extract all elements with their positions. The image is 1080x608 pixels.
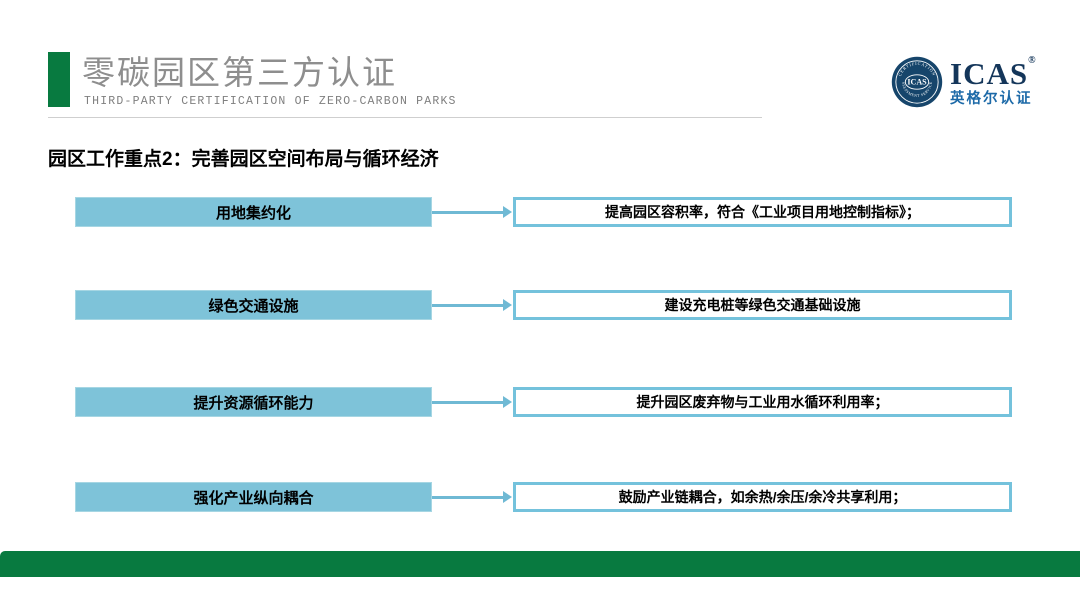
accent-block [48,52,70,107]
section-title: 园区工作重点2：完善园区空间布局与循环经济 [48,149,439,170]
icas-logo: CERTIFICATION ASSESSMENT SERVICES ICAS I… [890,52,1050,112]
page-subtitle: THIRD-PARTY CERTIFICATION OF ZERO-CARBON… [84,95,457,108]
page-title: 零碳园区第三方认证 [82,56,397,92]
logo-wordmark: ICAS® 英格尔认证 [950,54,1036,107]
category-label: 绿色交通设施 [208,297,299,315]
category-box: 强化产业纵向耦合 [75,482,432,512]
badge-center-text: ICAS [907,78,927,87]
arrow-right-icon [432,491,512,503]
arrow-line [432,210,503,214]
arrow-line [432,400,503,404]
registered-mark: ® [1028,54,1036,66]
category-label: 用地集约化 [215,204,291,222]
logo-brand-text: ICAS [950,55,1029,91]
flow-row-1: 用地集约化 提高园区容积率，符合《工业项目用地控制指标》； [0,197,1080,227]
arrow-line [432,303,503,307]
flow-row-3: 提升资源循环能力 提升园区废弃物与工业用水循环利用率； [0,387,1080,417]
detail-label: 提高园区容积率，符合《工业项目用地控制指标》； [605,204,920,220]
flow-row-4: 强化产业纵向耦合 鼓励产业链耦合，如余热/余压/余冷共享利用； [0,482,1080,512]
arrow-right-icon [432,299,512,311]
category-label: 提升资源循环能力 [193,394,314,412]
detail-box: 提升园区废弃物与工业用水循环利用率； [513,387,1012,417]
arrow-line [432,495,503,499]
category-label: 强化产业纵向耦合 [193,489,314,507]
detail-label: 提升园区废弃物与工业用水循环利用率； [636,394,889,410]
arrow-head [503,299,512,311]
arrow-head [503,206,512,218]
arrow-right-icon [432,206,512,218]
icas-badge-icon: CERTIFICATION ASSESSMENT SERVICES ICAS [890,55,943,108]
detail-box: 建设充电桩等绿色交通基础设施 [513,290,1012,320]
category-box: 提升资源循环能力 [75,387,432,417]
arrow-head [503,396,512,408]
detail-label: 建设充电桩等绿色交通基础设施 [664,297,861,313]
detail-box: 提高园区容积率，符合《工业项目用地控制指标》； [513,197,1012,227]
header-divider [48,117,762,118]
logo-cn-text: 英格尔认证 [950,90,1033,107]
detail-label: 鼓励产业链耦合，如余热/余压/余冷共享利用； [618,489,907,505]
detail-box: 鼓励产业链耦合，如余热/余压/余冷共享利用； [513,482,1012,512]
footer-bar [0,551,1080,577]
category-box: 用地集约化 [75,197,432,227]
flow-row-2: 绿色交通设施 建设充电桩等绿色交通基础设施 [0,290,1080,320]
arrow-right-icon [432,396,512,408]
arrow-head [503,491,512,503]
category-box: 绿色交通设施 [75,290,432,320]
